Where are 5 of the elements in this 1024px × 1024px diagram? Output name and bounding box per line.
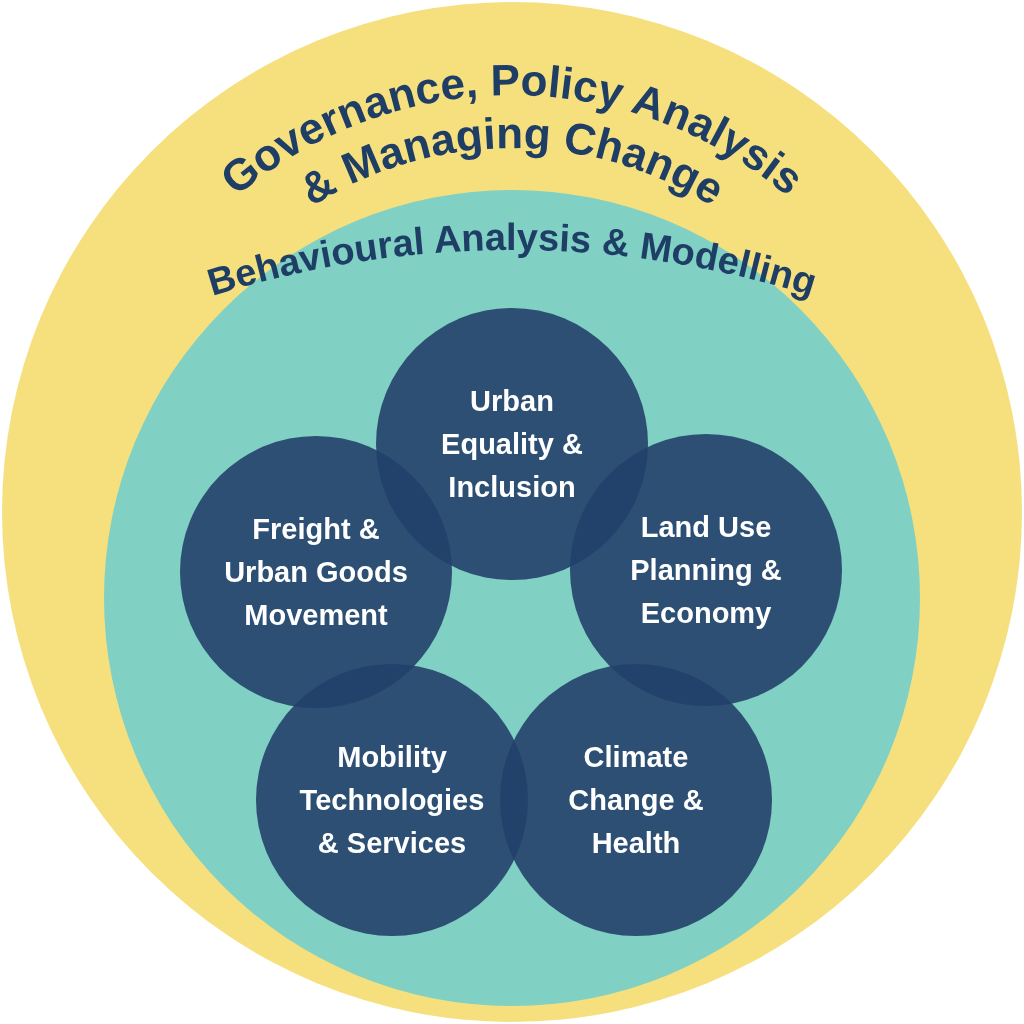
topic-label: Climate Change & Health [567, 739, 705, 861]
topic-label: Urban Equality & Inclusion [440, 383, 584, 505]
topic-label: Land Use Planning & Economy [629, 509, 783, 631]
topic-label: Mobility Technologies & Services [298, 739, 486, 861]
topic-label: Freight & Urban Goods Movement [223, 511, 409, 633]
